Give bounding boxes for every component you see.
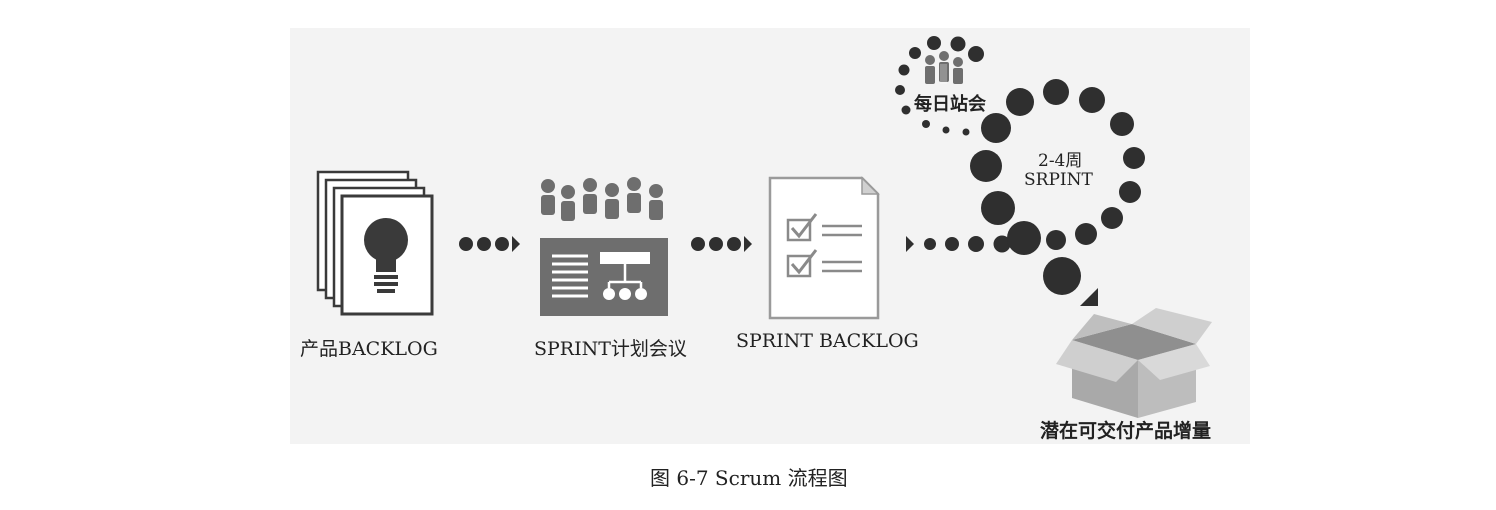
stacked-documents-lightbulb-icon xyxy=(316,170,434,316)
label-sprint-backlog: SPRINT BACKLOG xyxy=(736,330,919,352)
open-box-icon xyxy=(1056,308,1212,418)
team-people-icon xyxy=(925,51,963,84)
flow-arrow-2 xyxy=(691,236,752,252)
team-meeting-board-icon xyxy=(540,177,668,316)
daily-standup-loop xyxy=(895,36,984,136)
sprint-loop-arrow xyxy=(906,79,1145,306)
flow-arrow-1 xyxy=(459,236,520,252)
label-sprint-planning: SPRINT计划会议 xyxy=(534,338,687,360)
label-product-backlog: 产品BACKLOG xyxy=(300,338,438,360)
figure-caption: 图 6-7 Scrum 流程图 xyxy=(650,466,848,490)
label-sprint-name: SRPINT xyxy=(1024,170,1093,190)
label-sprint-duration: 2-4周 xyxy=(1038,151,1083,171)
label-increment: 潜在可交付产品增量 xyxy=(1040,420,1212,442)
checklist-document-icon xyxy=(768,176,880,320)
label-daily-standup: 每日站会 xyxy=(914,94,986,115)
